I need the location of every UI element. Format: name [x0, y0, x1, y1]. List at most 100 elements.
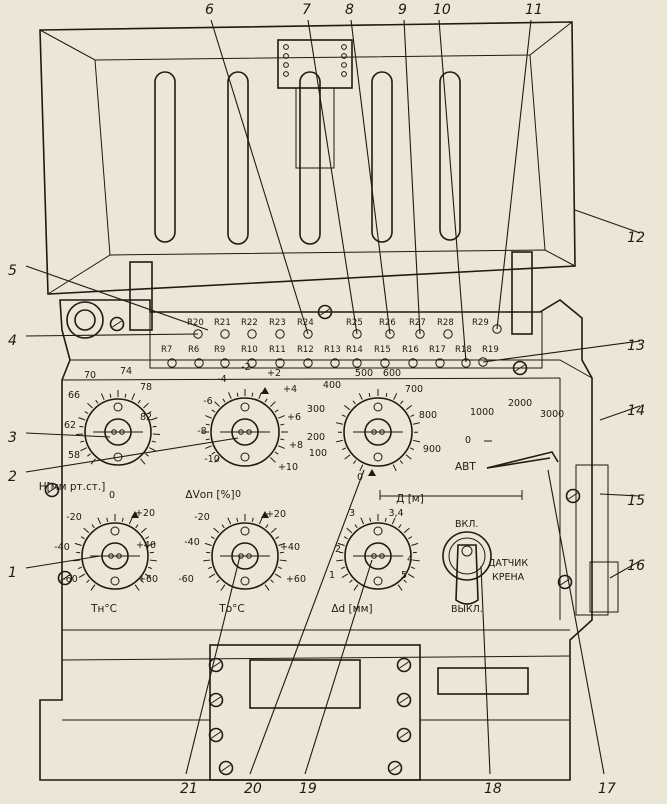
trim-hole-r15[interactable] — [380, 358, 390, 368]
screw — [109, 316, 125, 332]
trim-hole-r25[interactable] — [352, 329, 362, 339]
dial-index-marker — [261, 387, 269, 394]
dial-knob[interactable] — [84, 398, 152, 466]
callout-leader — [185, 555, 241, 775]
trim-hole-r28[interactable] — [443, 329, 453, 339]
dial-knob[interactable] — [211, 522, 279, 590]
trim-hole-r22[interactable] — [247, 329, 257, 339]
trim-hole-r24[interactable] — [303, 329, 313, 339]
trim-hole-r13[interactable] — [330, 358, 340, 368]
dial-index-marker — [261, 511, 269, 518]
dial-tick-mark — [336, 439, 344, 443]
dial-tick-label: +60 — [138, 574, 158, 585]
dial-knob[interactable] — [81, 522, 149, 590]
dial-knob[interactable] — [210, 397, 280, 467]
dial-tick-mark — [79, 425, 84, 428]
screw — [565, 488, 581, 504]
screw — [396, 727, 412, 743]
dial-tick-mark — [222, 398, 226, 403]
dial-tick-mark — [278, 445, 285, 449]
dial-caption: Н[мм рт.ст.] — [39, 481, 106, 493]
trim-hole-r21[interactable] — [220, 329, 230, 339]
dial-tick-mark — [340, 566, 346, 570]
dial-tick-mark — [353, 460, 357, 464]
resistor-label-r16: R16 — [402, 345, 419, 355]
dial-tick-mark — [90, 584, 96, 591]
dial-tick-label: -4 — [217, 374, 226, 385]
trim-hole-r11[interactable] — [275, 358, 285, 368]
dial-tick-mark — [407, 573, 415, 578]
dial-tick-mark — [385, 392, 388, 398]
dial-tick-label: +40 — [280, 542, 300, 553]
dial-tick-mark — [265, 524, 269, 529]
trim-hole-r23[interactable] — [275, 329, 285, 339]
dial-index-marker — [368, 469, 376, 476]
callout-number: 8 — [345, 2, 354, 18]
dial-tick-label: +20 — [266, 509, 286, 520]
trim-hole-r10[interactable] — [247, 358, 257, 368]
dial-tick-mark — [95, 399, 99, 404]
trim-hole-r16[interactable] — [408, 358, 418, 368]
dial-tick-label: 78 — [140, 382, 152, 393]
dial-tick-mark — [359, 464, 364, 472]
dial-tick-mark — [393, 393, 398, 400]
dial-tick-mark — [360, 517, 365, 525]
trim-hole-r9[interactable] — [220, 358, 230, 368]
dial-tick-mark — [279, 559, 287, 562]
resistor-label-r7: R7 — [161, 345, 172, 355]
dial-bolt — [240, 576, 250, 586]
dial-tick-label: 3,4 — [388, 508, 403, 519]
screw — [317, 304, 333, 320]
callout-number: 17 — [598, 781, 616, 797]
screw — [57, 570, 73, 586]
dial-tick-mark — [203, 559, 211, 562]
roll-sensor-toggle[interactable]: ВКЛ. ВЫКЛ. ДАТЧИК КРЕНА — [442, 519, 528, 615]
dial-knob[interactable] — [344, 522, 412, 590]
dial-tick-mark — [274, 451, 279, 455]
dial-tick-label: -2 — [241, 362, 250, 373]
dial-tick-label: +4 — [283, 384, 297, 395]
dial-tick-mark — [86, 579, 90, 583]
dial-tick-mark — [83, 527, 90, 534]
callout-leader — [599, 493, 641, 497]
trim-hole-r7[interactable] — [167, 358, 177, 368]
callout-leader — [25, 432, 111, 438]
callout-6: 6 — [205, 2, 309, 335]
trim-hole-r12[interactable] — [303, 358, 313, 368]
dial-tick-mark — [274, 573, 282, 578]
screw — [208, 692, 224, 708]
dial-tick-label: 0 — [235, 489, 241, 500]
dial-tick-mark — [74, 542, 82, 546]
trim-hole-r6[interactable] — [194, 358, 204, 368]
dial-tick-mark — [236, 392, 239, 397]
dial-tick-label: 70 — [84, 370, 96, 381]
dial-tick-mark — [150, 417, 158, 421]
range-switch[interactable]: 1000 2000 3000 0 АВТ — [455, 398, 564, 473]
dial-tick-mark — [391, 517, 396, 525]
trim-hole-r14[interactable] — [352, 358, 362, 368]
dial-knob[interactable] — [343, 397, 413, 467]
dial-tick-mark — [124, 393, 127, 398]
callout-19: 19 — [299, 559, 373, 797]
dial-tick-mark — [403, 579, 407, 583]
dial-tick-mark — [97, 517, 102, 525]
callout-number: 21 — [180, 781, 198, 797]
resistor-label-r15: R15 — [374, 345, 391, 355]
dial-tick-label: 1 — [329, 570, 335, 581]
dial-tick-mark — [264, 584, 270, 591]
trim-hole-r19[interactable] — [478, 357, 488, 367]
dial-tick-label: +40 — [136, 540, 156, 551]
dial-tick-mark — [211, 451, 216, 455]
callout-1: 1 — [8, 555, 101, 581]
dial-tick-mark — [343, 536, 348, 540]
dial-tick-label: -6 — [203, 396, 212, 407]
toggle-off-label: ВЫКЛ. — [451, 604, 483, 615]
trim-hole-r17[interactable] — [435, 358, 445, 368]
